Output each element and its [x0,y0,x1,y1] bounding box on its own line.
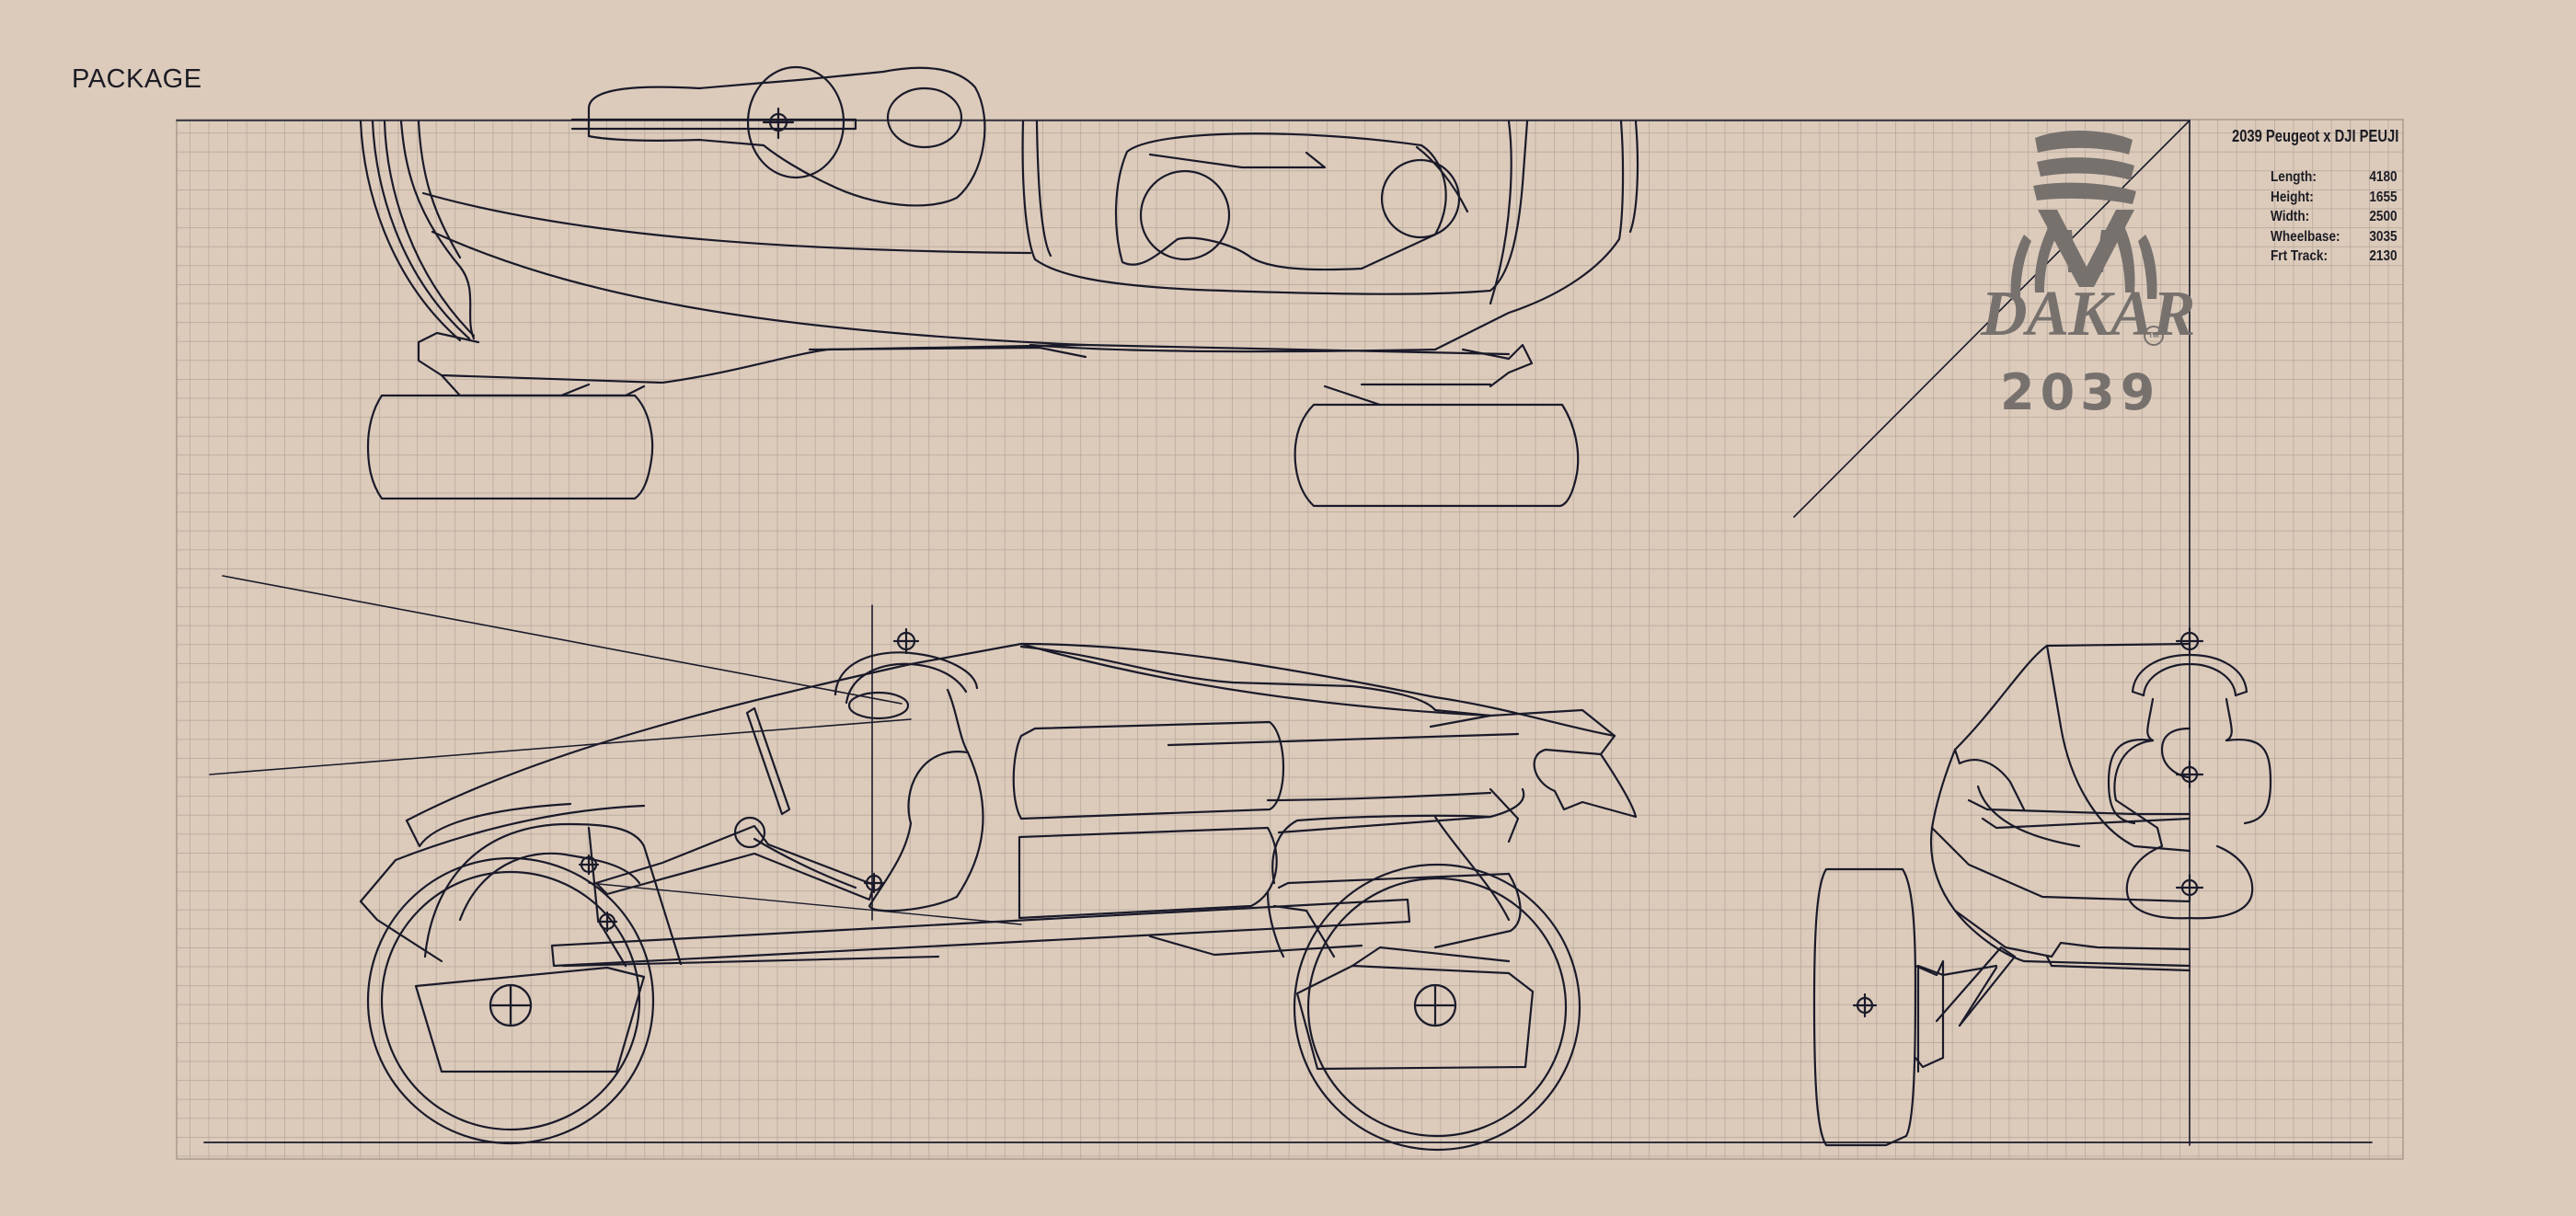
dakar-tuareg-emblem-icon [2010,130,2157,299]
trademark-symbol: TM [2144,326,2164,346]
spec-row-wheelbase: Wheelbase: 3035 [2271,227,2398,247]
spec-row-length: Length: 4180 [2271,167,2398,188]
spec-title: 2039 Peugeot x DJI PEUJI [2232,127,2399,145]
top-view-plan [359,65,1639,508]
spec-label: Wheelbase: [2271,228,2340,245]
spec-row-front-track: Frt Track: 2130 [2271,247,2398,267]
side-view-elevation [209,575,1638,1152]
spec-value: 2130 [2369,248,2398,264]
page-title: PACKAGE [72,64,202,94]
spec-label: Width: [2271,209,2310,224]
spec-row-width: Width: 2500 [2271,207,2398,227]
spec-value: 3035 [2369,228,2398,245]
spec-row-height: Height: 1655 [2271,188,2398,208]
dakar-logo-year: 2039 [2000,363,2161,421]
spec-label: Length: [2271,169,2317,185]
spec-label: Height: [2271,189,2314,205]
spec-value: 2500 [2369,209,2398,224]
spec-value: 4180 [2369,169,2398,185]
spec-table: Length: 4180 Height: 1655 Width: 2500 Wh… [2271,167,2398,267]
spec-label: Frt Track: [2271,248,2328,264]
spec-value: 1655 [2369,189,2398,205]
front-view-elevation [1812,626,2272,1147]
